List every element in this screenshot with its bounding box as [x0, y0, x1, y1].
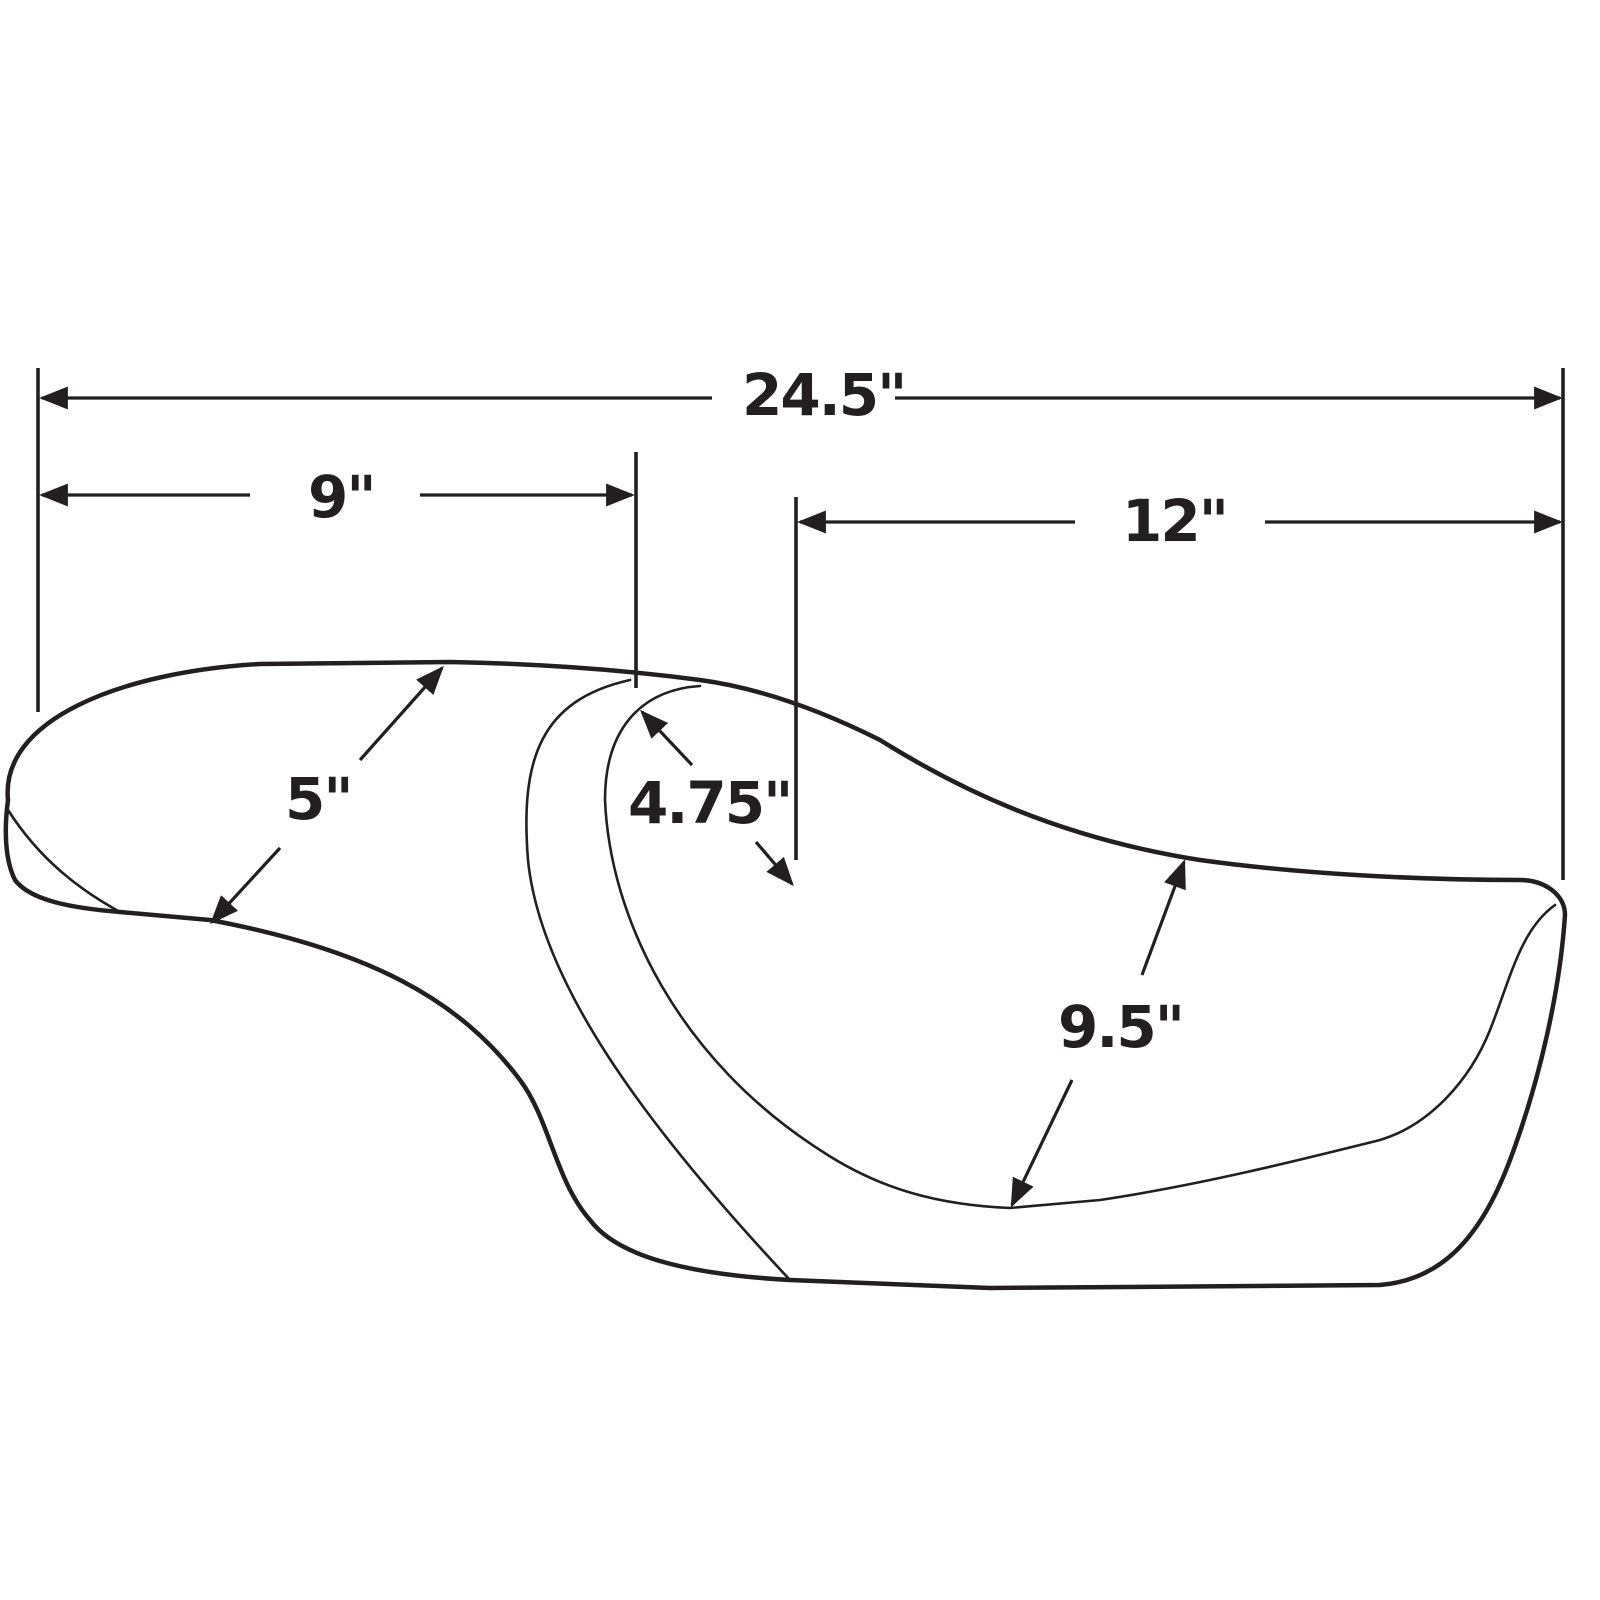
seat-outline [3, 659, 1568, 1291]
rear-width-label: 5" [285, 765, 354, 833]
rear-nose-seam [6, 808, 122, 914]
front-width-arrow-top [1140, 859, 1186, 976]
passenger-divider-seam [525, 678, 792, 1282]
rider-panel-seam [603, 684, 1557, 1210]
overall-length-label: 24.5" [742, 361, 907, 429]
rear-width-arrow-bottom [210, 846, 282, 925]
center-depth-label: 4.75" [628, 769, 793, 837]
front-width-label: 9.5" [1058, 993, 1185, 1061]
front-section-length-label: 12" [1122, 487, 1229, 555]
center-depth-arrow-bottom [754, 840, 794, 887]
center-depth-arrow-top [640, 709, 694, 767]
front-width-arrow-bottom [1010, 1079, 1074, 1208]
rear-section-length-label: 9" [308, 463, 377, 531]
rear-width-arrow-top [358, 665, 444, 762]
